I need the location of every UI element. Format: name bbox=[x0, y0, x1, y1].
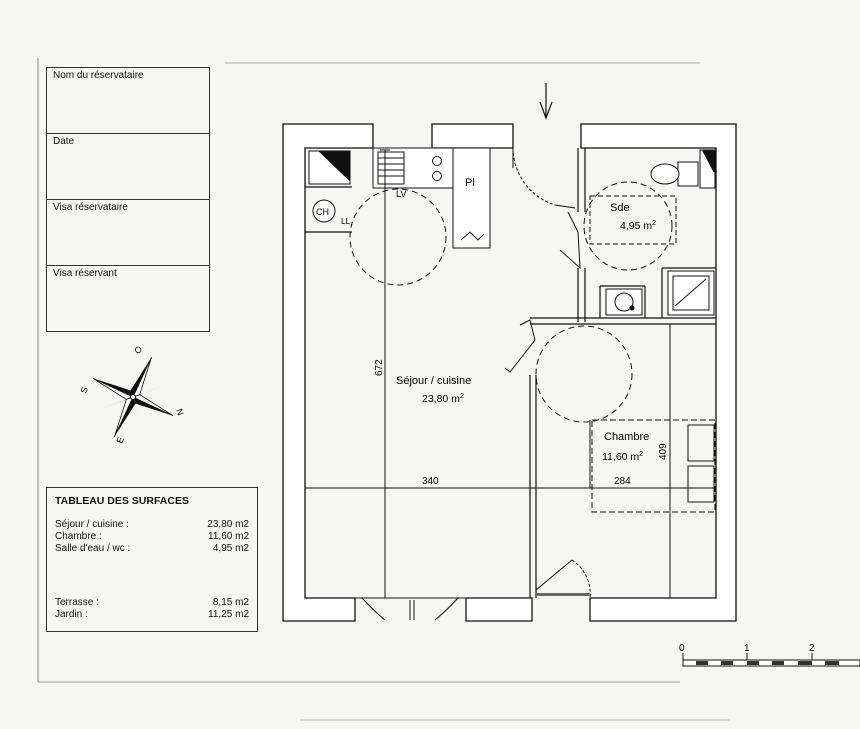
boiler-icon bbox=[308, 150, 351, 185]
compass-east-label: E bbox=[114, 436, 125, 445]
reservation-date-label: Date bbox=[53, 136, 75, 147]
turning-circles bbox=[349, 181, 673, 423]
surface-value: 11,25 m2 bbox=[208, 609, 249, 620]
reservation-row-visa-reservant: Visa réservant bbox=[47, 266, 209, 331]
surface-row-sejour: Séjour / cuisine : 23,80 m2 bbox=[55, 519, 249, 531]
kitchen-counter bbox=[372, 147, 491, 249]
surface-row-chambre: Chambre : 11,60 m2 bbox=[55, 531, 249, 543]
compass-west-label: O bbox=[133, 344, 143, 356]
bed-pillows bbox=[687, 424, 715, 503]
surface-label: Jardin : bbox=[55, 609, 88, 620]
surface-value: 11,60 m2 bbox=[208, 531, 249, 542]
ch-label: CH bbox=[316, 207, 329, 217]
surface-row-terrasse: Terrasse : 8,15 m2 bbox=[55, 597, 249, 609]
reservation-row-name: Nom du réservataire bbox=[47, 68, 209, 134]
dimension-lines bbox=[305, 149, 716, 599]
cistern-icon bbox=[699, 149, 716, 189]
chambre-name: Chambre bbox=[604, 431, 649, 443]
surface-label: Salle d'eau / wc : bbox=[55, 543, 131, 554]
ll-label: LL bbox=[341, 217, 350, 226]
surface-value: 23,80 m2 bbox=[207, 519, 249, 530]
sejour-name: Séjour / cuisine bbox=[396, 375, 471, 387]
lv-label: LV bbox=[396, 189, 406, 199]
scale-label-2: 2 bbox=[809, 643, 815, 654]
scale-bar bbox=[682, 653, 860, 667]
sink-icon bbox=[605, 288, 643, 316]
sde-name: Sde bbox=[610, 202, 630, 214]
sde-marker bbox=[589, 195, 677, 245]
compass-north-label: N bbox=[174, 407, 186, 417]
washing-machine-icon bbox=[312, 199, 336, 223]
shower-icon bbox=[667, 270, 715, 316]
chambre-area: 11,60 m2 bbox=[602, 451, 643, 463]
pl-label: Pl bbox=[465, 177, 475, 189]
surface-row-sde: Salle d'eau / wc : 4,95 m2 bbox=[55, 543, 249, 555]
toilet-icon bbox=[650, 161, 699, 187]
dim-sejour-width: 340 bbox=[422, 476, 439, 487]
surfaces-title: TABLEAU DES SURFACES bbox=[55, 495, 189, 507]
dim-chambre-height: 409 bbox=[658, 443, 669, 460]
scale-label-0: 0 bbox=[679, 643, 685, 654]
compass-south-label: S bbox=[78, 386, 89, 395]
surface-label: Séjour / cuisine : bbox=[55, 519, 129, 530]
interior-walls bbox=[305, 148, 716, 598]
dim-chambre-width: 284 bbox=[614, 476, 631, 487]
surfaces-table: TABLEAU DES SURFACES Séjour / cuisine : … bbox=[46, 487, 258, 632]
surface-value: 8,15 m2 bbox=[212, 597, 249, 608]
reservation-name-label: Nom du réservataire bbox=[53, 70, 144, 81]
surface-label: Terrasse : bbox=[55, 597, 99, 608]
entrance-arrow-icon bbox=[539, 83, 553, 120]
surface-value: 4,95 m2 bbox=[212, 543, 249, 554]
sejour-area: 23,80 m2 bbox=[422, 393, 464, 405]
reservation-row-visa-reservataire: Visa réservataire bbox=[47, 200, 209, 266]
compass-rose: N O S E bbox=[78, 344, 186, 445]
dim-sejour-height: 672 bbox=[374, 359, 385, 376]
door-swings bbox=[355, 147, 591, 621]
bed-outline bbox=[591, 419, 716, 513]
visa-reservant-label: Visa réservant bbox=[53, 268, 117, 279]
surface-label: Chambre : bbox=[55, 531, 102, 542]
sde-area: 4,95 m2 bbox=[620, 220, 656, 232]
reservation-row-date: Date bbox=[47, 134, 209, 200]
visa-reservataire-label: Visa réservataire bbox=[53, 202, 128, 213]
threshold bbox=[536, 593, 590, 596]
outer-walls bbox=[282, 123, 737, 622]
surface-row-jardin: Jardin : 11,25 m2 bbox=[55, 609, 249, 621]
scale-label-1: 1 bbox=[744, 643, 750, 654]
reservation-box: Nom du réservataire Date Visa réservatai… bbox=[46, 67, 210, 332]
